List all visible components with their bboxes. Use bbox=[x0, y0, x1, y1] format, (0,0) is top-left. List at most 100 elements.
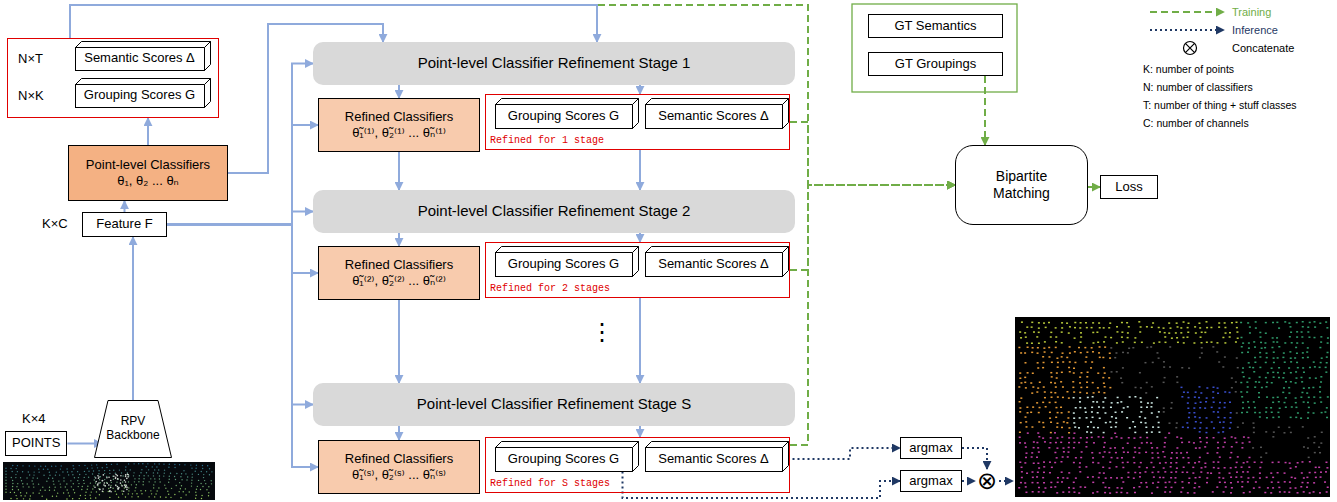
segmented-point bbox=[1042, 367, 1044, 369]
segmented-point bbox=[1270, 407, 1272, 409]
segmented-point bbox=[1236, 327, 1238, 329]
lidar-point bbox=[29, 498, 30, 499]
lidar-point bbox=[113, 479, 114, 480]
node-text: Refined Classifiers bbox=[345, 451, 453, 467]
lidar-point bbox=[130, 469, 131, 470]
flow-arrow bbox=[167, 225, 318, 468]
segmented-point bbox=[1139, 472, 1141, 474]
segmented-point bbox=[1164, 446, 1166, 448]
lidar-point bbox=[84, 477, 85, 478]
segmented-point bbox=[1140, 411, 1142, 413]
segmented-point bbox=[1242, 422, 1244, 424]
lidar-point bbox=[90, 497, 91, 498]
lidar-point bbox=[53, 480, 54, 481]
segmented-point bbox=[1259, 477, 1261, 479]
segmented-point bbox=[1229, 417, 1231, 419]
segmented-point bbox=[1084, 407, 1086, 409]
segmented-point bbox=[1300, 377, 1302, 379]
segmented-point bbox=[1273, 362, 1275, 364]
segmented-point bbox=[1218, 432, 1220, 434]
ground-truth-frame bbox=[852, 4, 1017, 92]
lidar-point bbox=[154, 469, 155, 470]
segmented-point bbox=[1193, 407, 1195, 409]
segmented-point bbox=[1102, 456, 1104, 458]
node-text: Semantic Scores Δ bbox=[658, 451, 769, 467]
segmented-point bbox=[1302, 326, 1304, 328]
inference-arrow bbox=[962, 448, 987, 469]
lidar-point bbox=[143, 475, 144, 476]
segmented-point bbox=[1074, 322, 1076, 324]
lidar-point bbox=[109, 470, 110, 471]
segmented-point bbox=[1231, 487, 1233, 489]
segmented-point bbox=[1080, 332, 1082, 334]
segmented-point bbox=[1134, 396, 1136, 398]
lidar-point bbox=[110, 485, 111, 486]
stage-note: Refined for S stages bbox=[490, 478, 610, 491]
tensor-top-face bbox=[495, 441, 638, 447]
segmented-point bbox=[1327, 342, 1329, 344]
lidar-point bbox=[120, 479, 122, 481]
segmented-point bbox=[1073, 437, 1075, 439]
lidar-point bbox=[106, 477, 108, 479]
lidar-point bbox=[18, 489, 19, 490]
segmented-point bbox=[1320, 341, 1322, 343]
segmented-point bbox=[1325, 371, 1327, 373]
segmented-point bbox=[1170, 472, 1172, 474]
segmented-point bbox=[1168, 332, 1170, 334]
lidar-point bbox=[180, 476, 181, 477]
lidar-point bbox=[52, 495, 53, 496]
lidar-point bbox=[32, 492, 33, 493]
refined-classifier-box: Refined Classifiersθ̃₁⁽ˢ⁾, θ̃₂⁽ˢ⁾ ... θ̃… bbox=[318, 440, 480, 494]
segmented-point bbox=[1086, 442, 1088, 444]
group-frame: N×TN×KSemantic Scores ΔGrouping Scores G bbox=[7, 38, 219, 118]
segmented-point bbox=[1099, 346, 1101, 348]
segmented-point bbox=[1273, 357, 1275, 359]
segmented-point bbox=[1033, 447, 1035, 449]
lidar-point bbox=[69, 495, 70, 496]
lidar-point bbox=[23, 498, 24, 499]
lidar-point bbox=[87, 468, 88, 469]
segmented-point bbox=[1037, 367, 1039, 369]
segmented-point bbox=[1134, 432, 1136, 434]
output-arrow bbox=[999, 480, 1013, 482]
segmented-point bbox=[1079, 401, 1081, 403]
lidar-point bbox=[111, 464, 112, 465]
flow-arrow bbox=[70, 5, 597, 42]
segmented-point bbox=[1176, 452, 1178, 454]
lidar-point bbox=[126, 478, 128, 480]
segmented-point bbox=[1235, 381, 1237, 383]
segmented-point bbox=[1049, 412, 1051, 414]
segmented-point bbox=[1085, 322, 1087, 324]
lidar-point bbox=[203, 477, 204, 478]
segmented-point bbox=[1163, 467, 1165, 469]
segmented-point bbox=[1133, 437, 1135, 439]
segmented-point bbox=[1108, 327, 1110, 329]
segmented-point bbox=[1290, 467, 1292, 469]
segmented-point bbox=[1206, 477, 1208, 479]
segmented-point bbox=[1139, 486, 1141, 488]
lidar-point bbox=[148, 469, 149, 470]
lidar-point bbox=[108, 484, 110, 486]
segmented-point bbox=[1048, 322, 1050, 324]
segmented-point bbox=[1152, 322, 1154, 324]
notation-note: N: number of classifiers bbox=[1143, 81, 1253, 93]
lidar-point bbox=[178, 491, 179, 492]
lidar-point bbox=[165, 487, 166, 488]
segmented-point bbox=[1200, 336, 1202, 338]
lidar-point bbox=[195, 468, 196, 469]
segmented-point bbox=[1217, 467, 1219, 469]
segmented-point bbox=[1091, 452, 1093, 454]
segmented-point bbox=[1069, 361, 1071, 363]
tensor-top-face bbox=[75, 78, 210, 84]
segmented-point bbox=[1134, 472, 1136, 474]
segmented-point bbox=[1307, 482, 1309, 484]
segmented-point bbox=[1264, 492, 1266, 494]
segmented-point bbox=[1102, 466, 1104, 468]
dimension-label: K×4 bbox=[22, 411, 46, 426]
lidar-point bbox=[100, 476, 101, 477]
segmented-point bbox=[1204, 407, 1206, 409]
lidar-point bbox=[34, 465, 35, 466]
segmented-point bbox=[1121, 411, 1123, 413]
segmented-point bbox=[1055, 386, 1057, 388]
segmented-point bbox=[1055, 417, 1057, 419]
